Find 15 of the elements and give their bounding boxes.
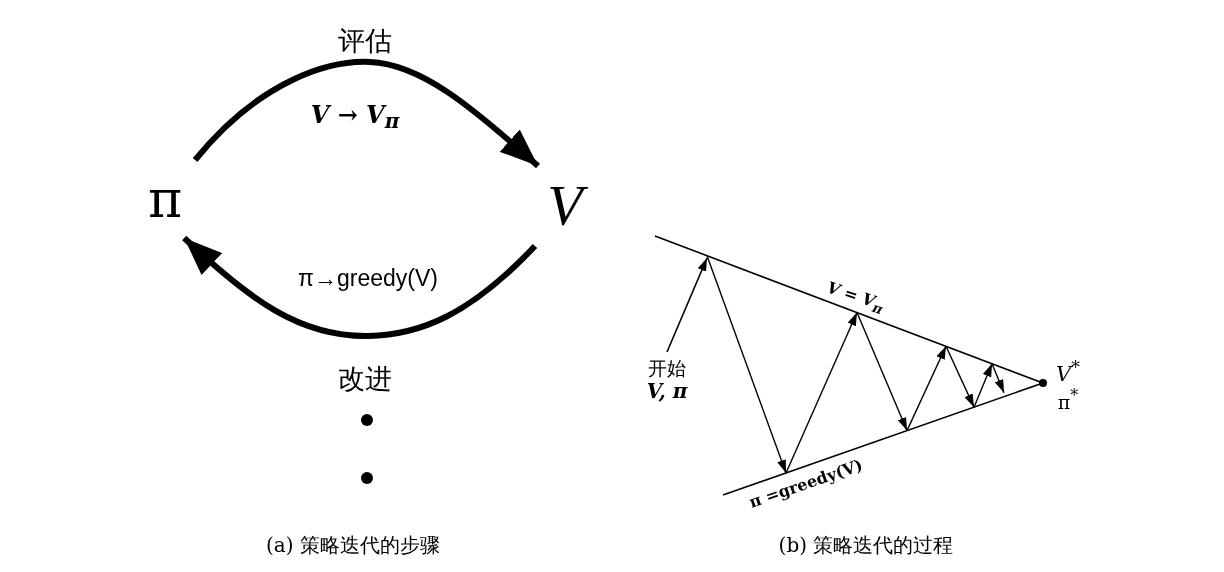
- node-label: V: [535, 166, 595, 246]
- edge-label: 评估: [338, 26, 392, 54]
- formula-label: π$^{*}$: [1057, 388, 1079, 412]
- start-label: 开始: [648, 356, 686, 380]
- arrow: [192, 59, 540, 169]
- caption: (b) 策略迭代的过程: [778, 535, 954, 555]
- edge-label: 改进: [338, 364, 392, 392]
- formula-label: V → V$_{π}$: [310, 102, 400, 132]
- caption: (a) 策略迭代的步骤: [266, 535, 440, 555]
- formula-label: π→greedy(V): [298, 266, 438, 290]
- arrow: [666, 257, 708, 353]
- formula-label: V$^{*}$: [1056, 359, 1080, 385]
- arrow: [182, 235, 538, 339]
- node-label: π: [133, 160, 197, 238]
- formula-label: V, π: [646, 379, 688, 404]
